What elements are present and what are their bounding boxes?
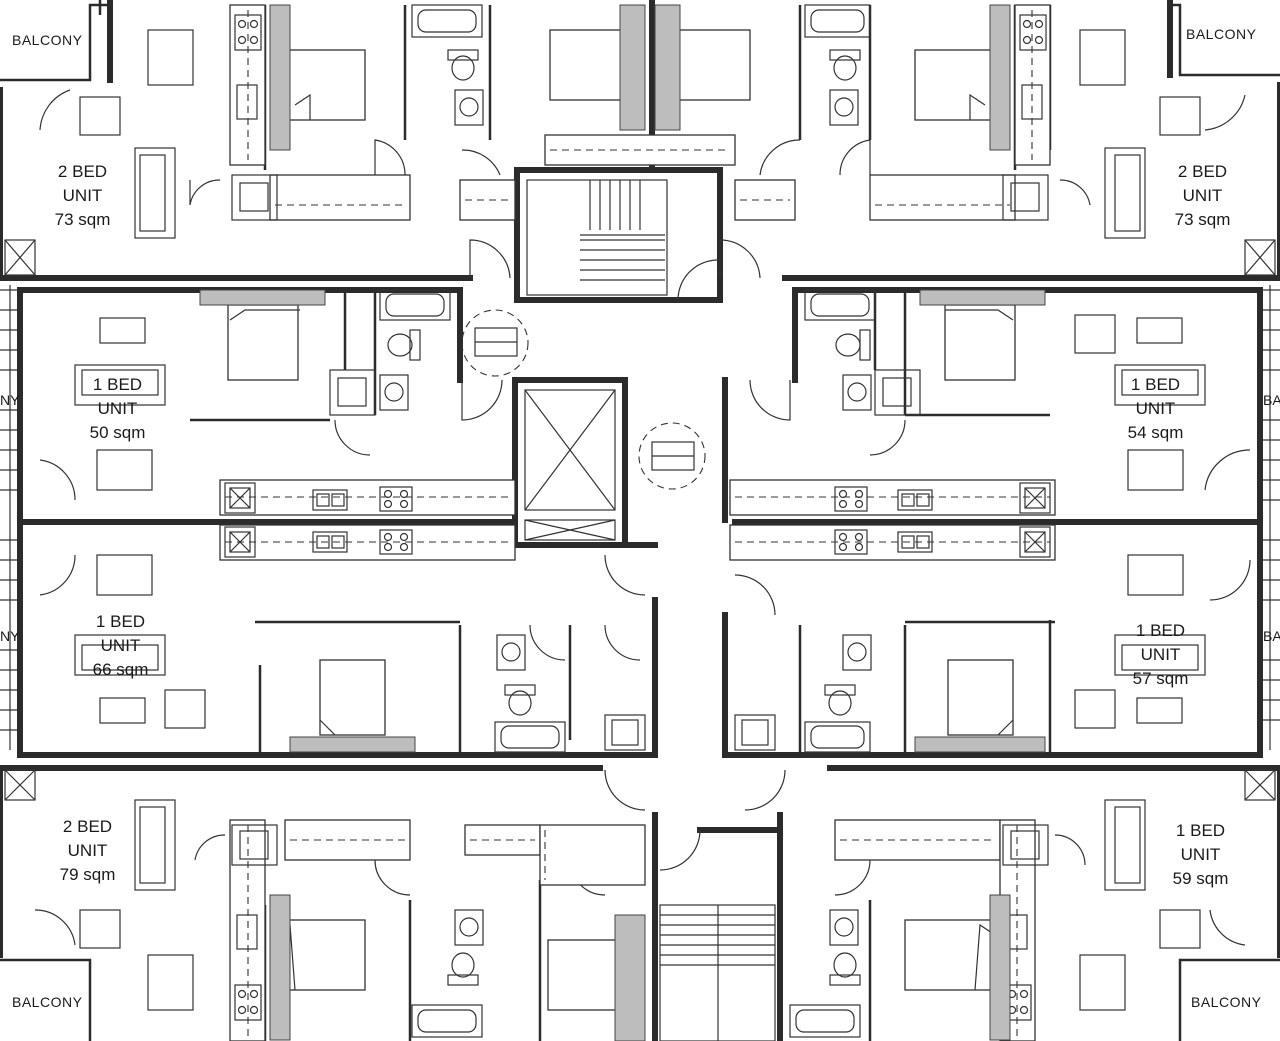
door-swings [34,89,1251,946]
beds [199,4,1046,1041]
toilets-basins [379,49,872,986]
balcony-label-sw: BALCONY [12,994,83,1010]
unit-label-e2: 1 BED UNIT 57 sqm [1132,621,1189,688]
laundry-units [231,174,1049,866]
unit-label-se: 1 BED UNIT 59 sqm [1172,821,1229,888]
bathtubs [379,4,876,1038]
unit-label-w2: 1 BED UNIT 66 sqm [92,612,149,679]
edge-label-right-upper: BA [1263,392,1280,408]
edge-label-left-lower: NY [0,628,20,644]
living-furniture [74,29,1206,1011]
fridges [4,239,1276,801]
window-grid-left [0,285,20,750]
stair-top [526,179,668,296]
balcony-label-se: BALCONY [1191,994,1262,1010]
unit-label-sw: 2 BED UNIT 79 sqm [59,817,116,884]
unit-label-ne: 2 BED UNIT 73 sqm [1174,162,1231,229]
lift-shaft [524,389,616,541]
unit-label-w1: 1 BED UNIT 50 sqm [89,375,146,442]
window-grid-right [1260,285,1280,750]
unit-label-nw: 2 BED UNIT 73 sqm [54,162,111,229]
cooktops [234,14,1047,1021]
edge-label-right-lower: BA [1263,628,1280,644]
kitchen-sinks [236,84,1043,950]
stair-bottom [659,904,776,1041]
balcony-label-ne: BALCONY [1186,26,1257,42]
unit-label-e1: 1 BED UNIT 54 sqm [1127,375,1184,442]
edge-label-left-upper: NY [0,392,20,408]
balcony-label-nw: BALCONY [12,32,83,48]
wheelchair-circles [461,309,706,490]
